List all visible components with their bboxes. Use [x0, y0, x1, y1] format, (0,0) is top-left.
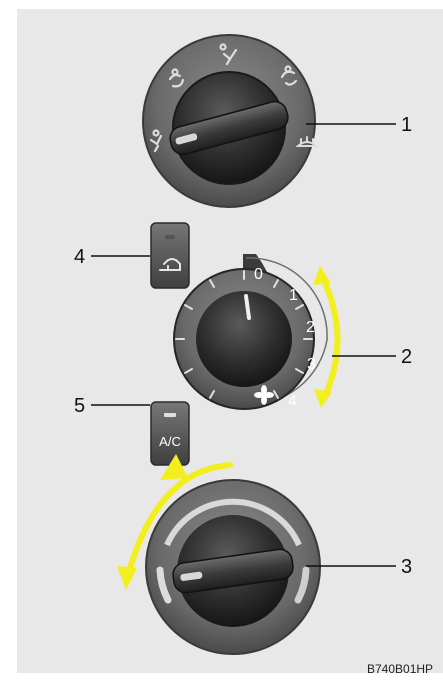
recirculation-button[interactable]: [151, 223, 189, 288]
fan-scale-2: 2: [306, 319, 315, 336]
temperature-knob[interactable]: [146, 480, 320, 654]
callout-label-5: 5: [74, 396, 85, 416]
fan-scale-4: 4: [288, 393, 297, 410]
fan-scale-3: 3: [307, 356, 316, 373]
callout-label-3: 3: [401, 557, 412, 577]
callout-label-1: 1: [401, 115, 412, 135]
callout-label-4: 4: [74, 247, 85, 267]
fan-arrow-head-down: [314, 389, 332, 408]
ac-button-label: A/C: [159, 434, 181, 449]
fan-scale-1: 1: [289, 287, 298, 304]
temp-arrow-head-down: [117, 566, 137, 590]
fan-arrow-head-up: [313, 266, 331, 285]
fan-range-arrow: [322, 276, 338, 398]
fan-scale-0: 0: [254, 266, 263, 283]
image-code: B740B01HP: [367, 662, 433, 676]
fan-speed-knob[interactable]: [174, 254, 327, 409]
callout-label-2: 2: [401, 347, 412, 367]
ac-button[interactable]: A/C: [151, 402, 189, 465]
